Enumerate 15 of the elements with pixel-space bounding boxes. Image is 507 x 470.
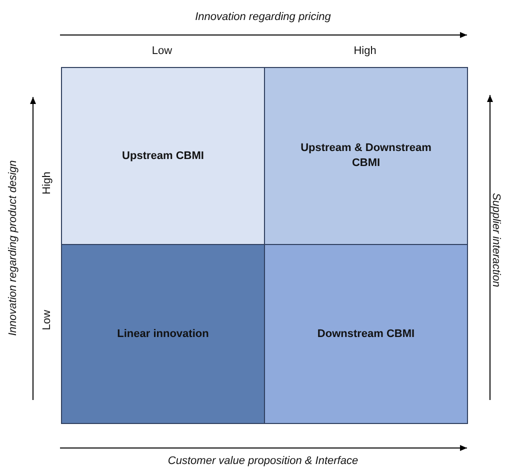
matrix-quadrant xyxy=(61,67,265,245)
matrix-quadrant xyxy=(61,244,265,424)
quadrant-label: Upstream CBMI xyxy=(121,148,205,164)
matrix-quadrant xyxy=(264,244,468,424)
axis-tick-label: High xyxy=(354,45,376,57)
axis-title: Innovation regarding pricing xyxy=(195,11,331,23)
axis-tick-label: Low xyxy=(41,310,53,330)
quadrant-label: Linear innovation xyxy=(116,326,210,342)
axis-tick-label: Low xyxy=(152,45,172,57)
matrix-quadrant xyxy=(264,67,468,245)
quadrant-label: Upstream & Downstream CBMI xyxy=(300,141,432,171)
quadrant-label: Downstream CBMI xyxy=(316,326,416,342)
axis-title: Supplier interaction xyxy=(490,192,502,288)
axis-title: Customer value proposition & Interface xyxy=(168,455,358,467)
axis-title: Innovation regarding product design xyxy=(7,160,19,336)
